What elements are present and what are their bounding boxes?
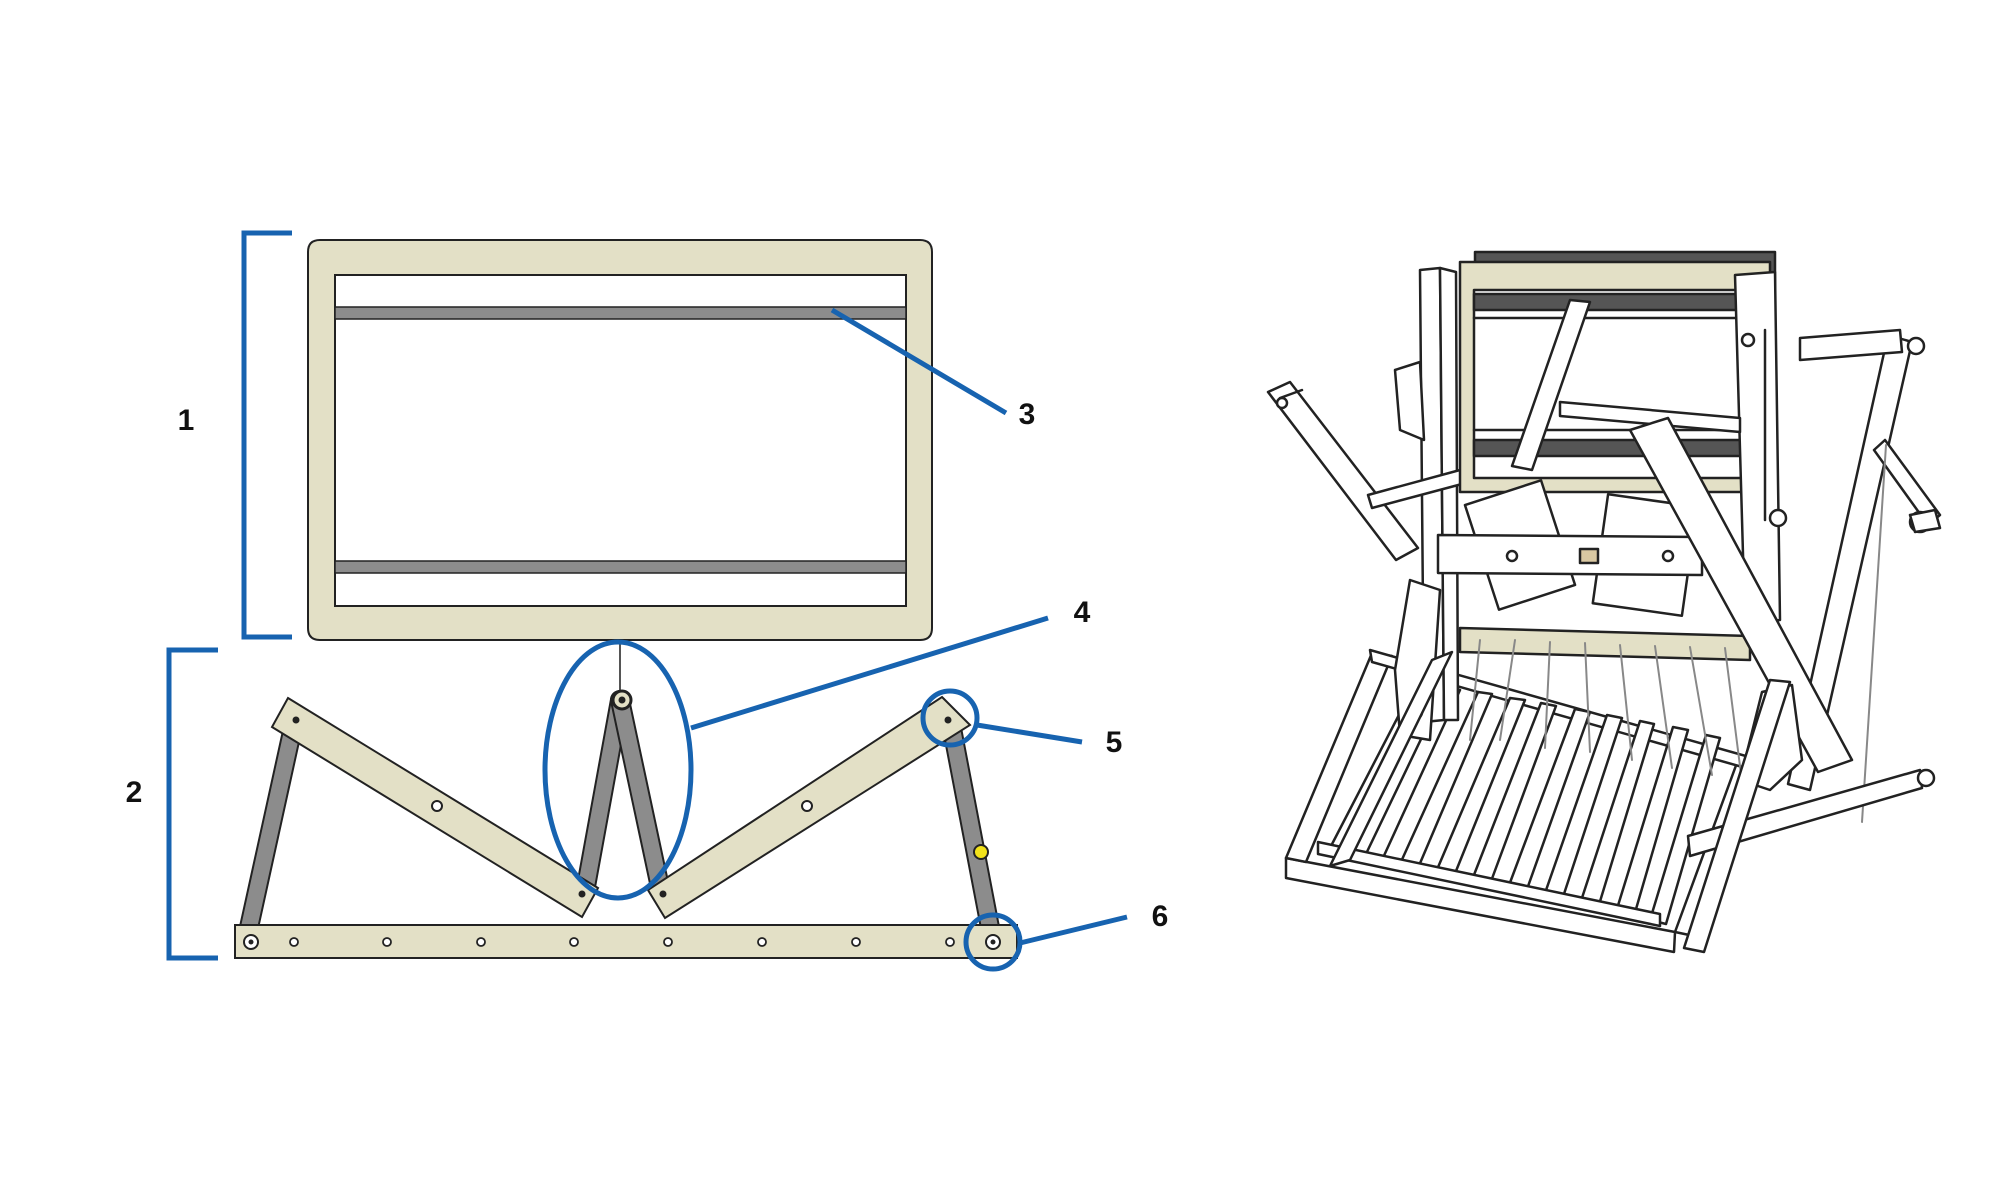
treadles [1316,680,1722,928]
base-rail-pivot-right-core [990,939,996,945]
shaft-frame-body [307,239,933,641]
lam-cord [1654,645,1673,769]
base-rail-pivot-left-core [248,939,254,945]
center-link-left-fill [577,692,628,900]
front-diagonal [1628,416,1936,954]
link-bar-right-fill [942,710,1000,946]
castle-inner-roller [1558,400,1742,434]
shaft-bar-stack-top [1472,292,1746,312]
left-hook-bracket [1393,360,1426,442]
bracket-1 [241,230,292,640]
rear-right-top-beam [1798,328,1904,362]
schematic-diagram: 1 2 3 4 5 6 [126,230,1169,972]
lam-left-hole [431,800,443,812]
base-rail [234,924,1018,959]
left-side-structure [1328,266,1464,868]
circle-4 [542,639,694,901]
callout-6: 6 [1152,900,1169,933]
front-right-foot-knob [1916,768,1936,788]
base-rail-hole [757,937,767,947]
front-beam [1436,533,1704,577]
leader-5 [976,722,1083,745]
center-link-right-fill [612,692,669,900]
lam-cord [1619,644,1633,761]
circle-5 [920,688,980,748]
lam-cord [1724,647,1743,783]
center-pivot-core [618,696,626,704]
rear-right-frame [1786,328,1942,823]
front-right-foot [1686,768,1924,858]
front-right-leg [1682,678,1792,954]
lam-cord [1499,639,1516,741]
maker-badge [1578,547,1600,565]
shaft-bar-stack-bottom [1472,438,1746,458]
callout-5: 5 [1106,726,1123,759]
base-rail-hole [569,937,579,947]
rear-left-arm-hole [1275,396,1289,410]
base-rail-hole [382,937,392,947]
lam-cords [1469,639,1743,783]
lam-cord [1689,646,1713,776]
shaft-frame [307,239,933,641]
lam-cord [1584,642,1591,753]
castle-right-knob [1740,332,1756,348]
lam-right-pin-end [944,716,952,724]
leader-3 [830,307,1008,416]
rear-left-arm-slot [1278,388,1304,400]
base-rail-hole [476,937,486,947]
shaft-bar-top [334,306,907,320]
lam-assembly [1436,479,1752,662]
rear-right-knob [1906,336,1926,356]
lam-cord [1544,641,1551,749]
base-rail-hole [289,937,299,947]
lam-right-hole [801,800,813,812]
rear-left-arm-bar [1266,380,1420,562]
shaft-bar-bottom [334,560,907,574]
base-rail-holes [243,934,1001,950]
castle-right-knob [1768,508,1788,528]
base-rail-hole [851,937,861,947]
rear-left-arm [1266,380,1420,562]
castle-inner-diagonal [1510,298,1592,472]
front-diagonal-bar [1628,416,1854,774]
crank-knob [1908,508,1942,534]
lam-left-pin-inner [578,890,586,898]
right-cable [1861,444,1887,823]
accent-pin [973,844,989,860]
callout-4: 4 [1074,596,1091,629]
callout-2: 2 [126,776,143,809]
lam-left-pin-end [292,716,300,724]
lam-cord [1469,639,1481,741]
lam-bar [1458,626,1752,662]
base-rail-hole [663,937,673,947]
bracket-2 [166,647,218,961]
front-beam-hole [1661,549,1675,563]
left-long-diagonal [1328,650,1454,868]
callout-3: 3 [1019,398,1036,431]
link-bar-left-fill [240,710,303,940]
lam-right-pin-inner [659,890,667,898]
castle-right-post [1733,270,1782,626]
front-beam-hole [1505,549,1519,563]
leader-4 [690,615,1049,731]
base-rail-hole [945,937,955,947]
loom-illustration [1266,250,1942,954]
annotations [166,230,1128,972]
leader-6 [1019,914,1128,946]
lever-mechanism [234,689,1018,959]
treadle-front-tabs [1316,840,1662,928]
floor-frame-front [1284,856,1677,954]
callout-1: 1 [178,404,195,437]
